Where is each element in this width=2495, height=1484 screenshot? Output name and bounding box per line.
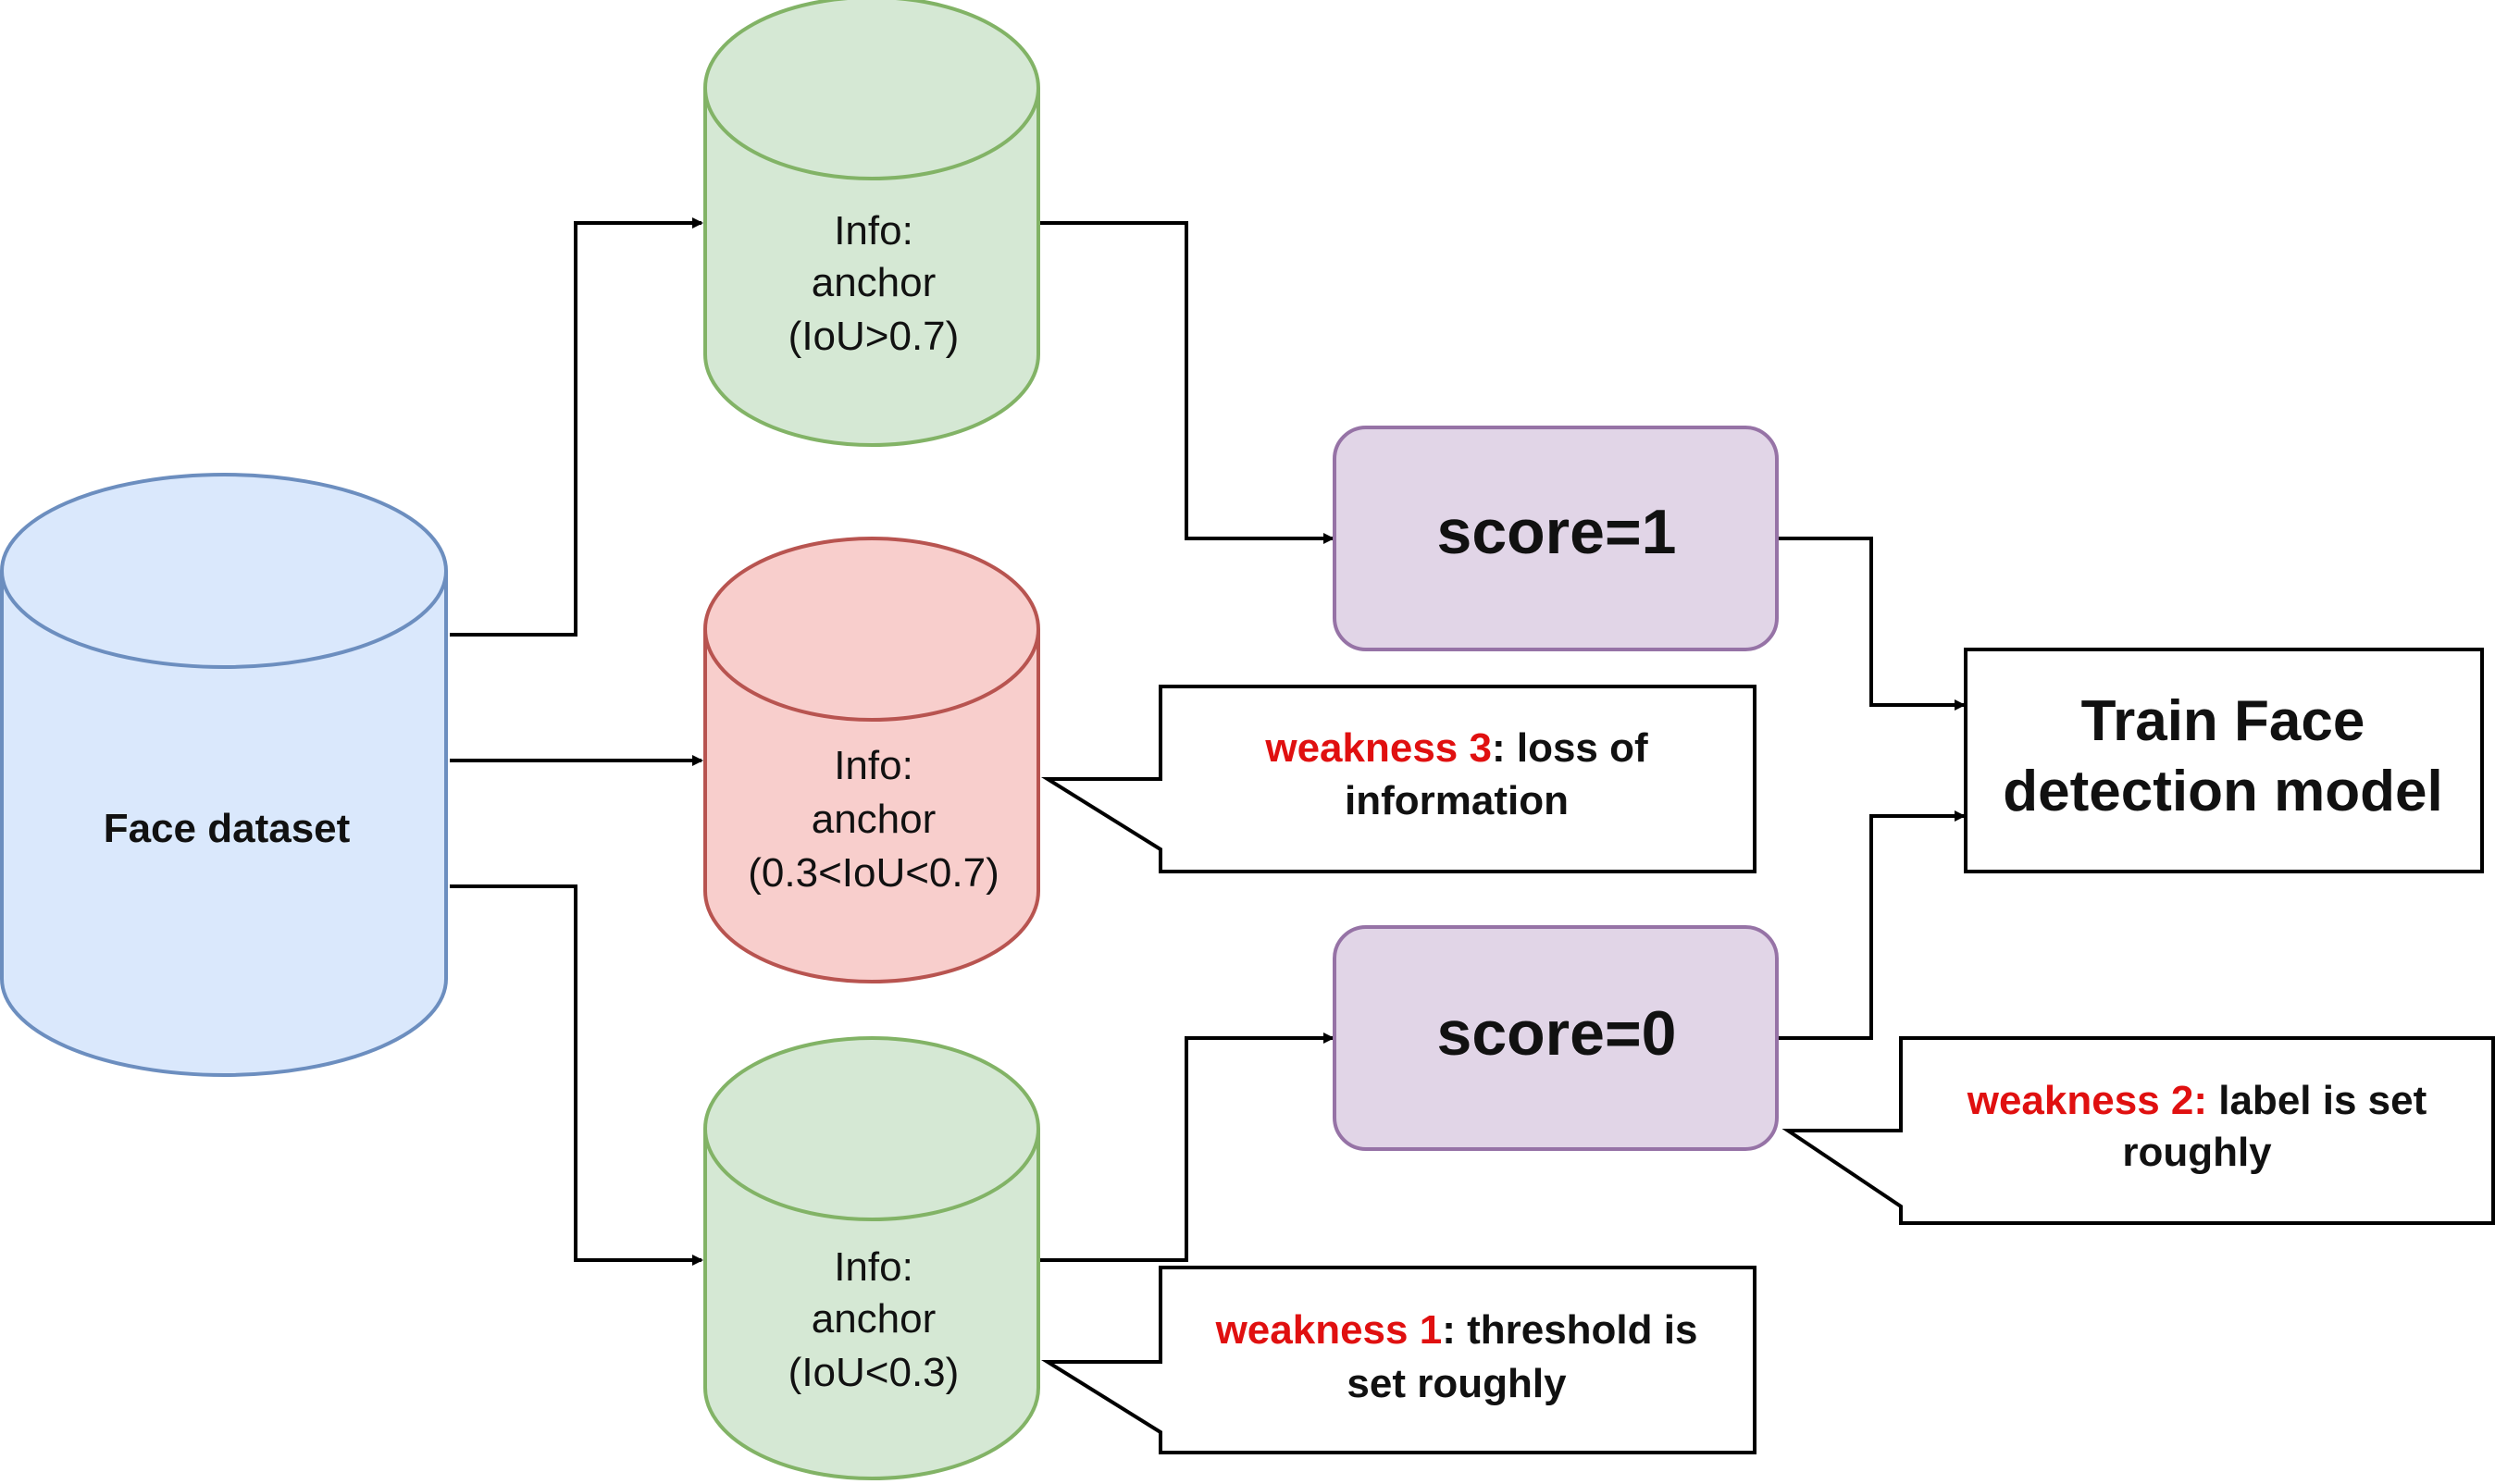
weakness-1-text: : threshold is bbox=[1442, 1307, 1697, 1353]
score-box-0-shape bbox=[1333, 925, 1779, 1151]
weakness-3-tag: weakness 3 bbox=[1264, 725, 1492, 771]
anchor-cylinder-low-iou-rim bbox=[703, 1128, 1040, 1221]
callout-weakness-1: weakness 1: threshold is set roughly bbox=[1041, 1266, 1756, 1454]
train-model-line1: Train Face bbox=[2081, 689, 2365, 753]
score-box-1-shape bbox=[1333, 426, 1779, 651]
face-dataset-body bbox=[0, 473, 448, 1077]
anchor-high-iou-line3: (IoU>0.7) bbox=[788, 314, 960, 359]
train-model-box-shape bbox=[1964, 648, 2484, 873]
callout-weakness-2-line2: roughly bbox=[2122, 1130, 2272, 1175]
callout-weakness-2-shape bbox=[1781, 1036, 2495, 1225]
callout-weakness-3-line1: weakness 3: loss of bbox=[1264, 725, 1648, 771]
callout-weakness-1-shape bbox=[1041, 1266, 1756, 1454]
score-box-1-label: score=1 bbox=[1437, 497, 1677, 567]
edge-dataset-to-low-iou bbox=[450, 884, 703, 1266]
callout-weakness-3: weakness 3: loss of information bbox=[1041, 685, 1756, 873]
anchor-cylinder-mid-iou-rim bbox=[703, 628, 1040, 722]
connectors bbox=[450, 217, 1966, 1266]
train-model-line2: detection model bbox=[2003, 760, 2442, 823]
edge-score-1-to-model bbox=[1779, 537, 1966, 711]
anchor-mid-iou-line2: anchor bbox=[812, 797, 937, 842]
anchor-cylinder-mid-iou: Info: anchor (0.3<IoU<0.7) bbox=[703, 537, 1040, 983]
anchor-mid-iou-line3: (0.3<IoU<0.7) bbox=[748, 850, 999, 896]
anchor-low-iou-line1: Info: bbox=[834, 1244, 913, 1290]
anchor-mid-iou-line1: Info: bbox=[834, 743, 913, 788]
edge-low-iou-to-score-0 bbox=[1040, 1033, 1334, 1262]
callout-weakness-1-line2: set roughly bbox=[1347, 1361, 1567, 1406]
callout-weakness-1-line1: weakness 1: threshold is bbox=[1215, 1307, 1698, 1353]
weakness-3-text: : loss of bbox=[1492, 725, 1648, 771]
anchor-low-iou-line3: (IoU<0.3) bbox=[788, 1350, 960, 1395]
anchor-cylinder-mid-iou-body bbox=[703, 537, 1040, 983]
anchor-cylinder-high-iou-body bbox=[703, 0, 1040, 447]
score-box-0-label: score=0 bbox=[1437, 998, 1677, 1069]
edge-dataset-to-high-iou bbox=[450, 217, 703, 637]
train-model-box: Train Face detection model bbox=[1964, 648, 2484, 873]
weakness-2-tag: weakness 2: bbox=[1967, 1078, 2207, 1123]
anchor-high-iou-line2: anchor bbox=[812, 260, 937, 305]
anchor-high-iou-line1: Info: bbox=[834, 208, 913, 254]
anchor-low-iou-line2: anchor bbox=[812, 1296, 937, 1342]
face-dataset-label: Face dataset bbox=[104, 806, 351, 851]
weakness-2-text: label is set bbox=[2207, 1078, 2427, 1123]
score-box-1: score=1 bbox=[1333, 426, 1779, 651]
score-box-0: score=0 bbox=[1333, 925, 1779, 1151]
face-dataset-top-rim bbox=[0, 570, 448, 669]
face-dataset-cylinder: Face dataset bbox=[0, 473, 448, 1077]
anchor-cylinder-low-iou-body bbox=[703, 1036, 1040, 1480]
weakness-1-tag: weakness 1 bbox=[1215, 1307, 1443, 1353]
callout-weakness-3-shape bbox=[1041, 685, 1756, 873]
anchor-cylinder-high-iou: Info: anchor (IoU>0.7) bbox=[703, 0, 1040, 447]
edge-high-iou-to-score-1 bbox=[1040, 221, 1334, 544]
edge-score-0-to-model bbox=[1779, 810, 1966, 1040]
callout-weakness-2: weakness 2: label is set roughly bbox=[1781, 1036, 2495, 1225]
anchor-cylinder-high-iou-rim bbox=[703, 87, 1040, 180]
anchor-cylinder-low-iou: Info: anchor (IoU<0.3) bbox=[703, 1036, 1040, 1480]
callout-weakness-3-line2: information bbox=[1345, 778, 1569, 823]
callout-weakness-2-line1: weakness 2: label is set bbox=[1967, 1078, 2427, 1123]
